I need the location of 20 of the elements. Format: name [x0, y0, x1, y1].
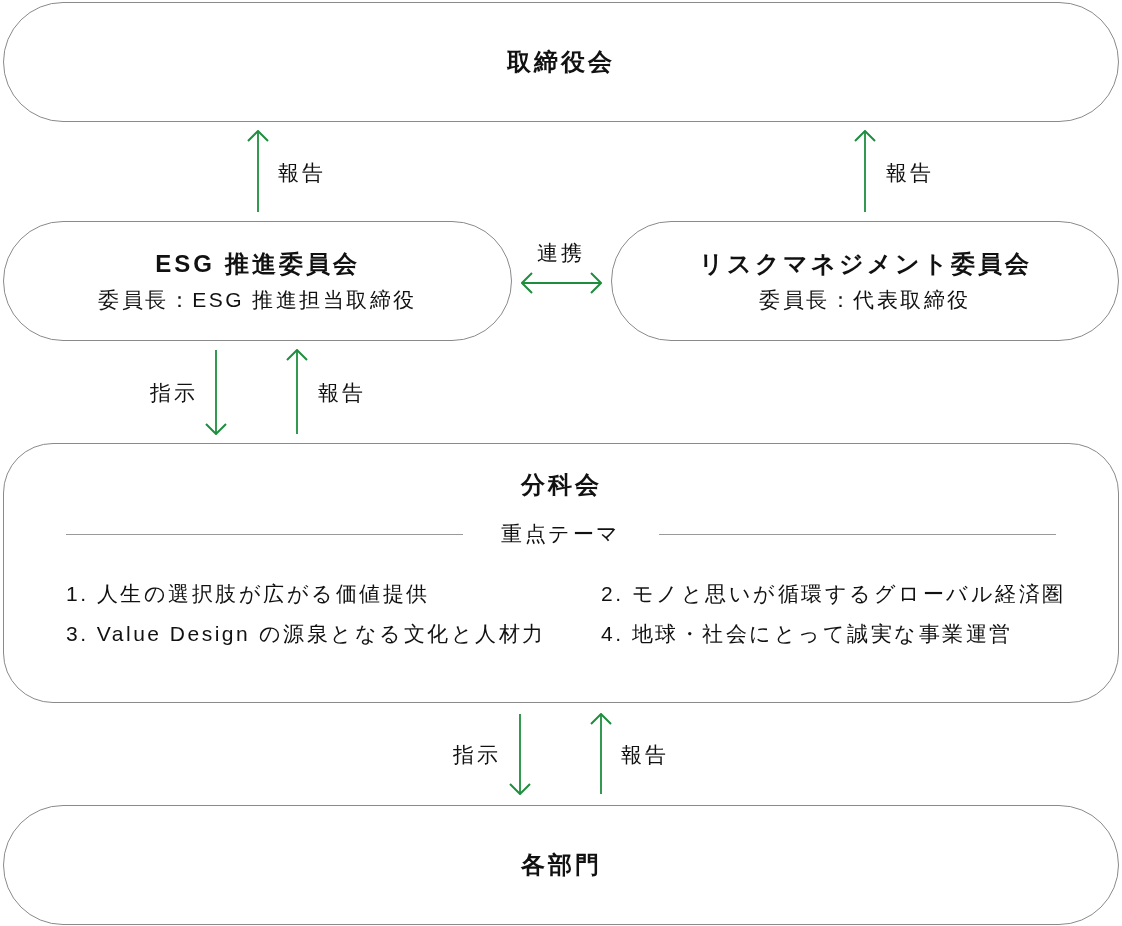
list-item: 1. 人生の選択肢が広がる価値提供 — [66, 581, 431, 607]
arrow — [590, 713, 612, 795]
node-title: 取締役会 — [507, 47, 615, 77]
node-subtitle: 委員長：代表取締役 — [759, 287, 971, 313]
arrow — [247, 130, 269, 213]
arrow — [205, 349, 227, 435]
list-item: 3. Value Design の源泉となる文化と人材力 — [66, 621, 547, 647]
node-title: 各部門 — [520, 850, 602, 880]
double-headed-arrow — [521, 272, 602, 294]
node-subtitle: 委員長：ESG 推進担当取締役 — [98, 287, 417, 313]
arrow — [854, 130, 876, 213]
list-item: 2. モノと思いが循環するグローバル経済圏 — [601, 581, 1067, 607]
node-title: 分科会 — [520, 470, 602, 500]
list-item: 4. 地球・社会にとって誠実な事業運営 — [601, 621, 1014, 647]
rounded-box — [3, 443, 1119, 703]
arrow — [286, 349, 308, 435]
node-title: ESG 推進委員会 — [155, 249, 360, 279]
arrow — [509, 713, 531, 795]
node-title: リスクマネジメント委員会 — [698, 249, 1032, 279]
section-heading: 重点テーマ — [501, 521, 621, 547]
